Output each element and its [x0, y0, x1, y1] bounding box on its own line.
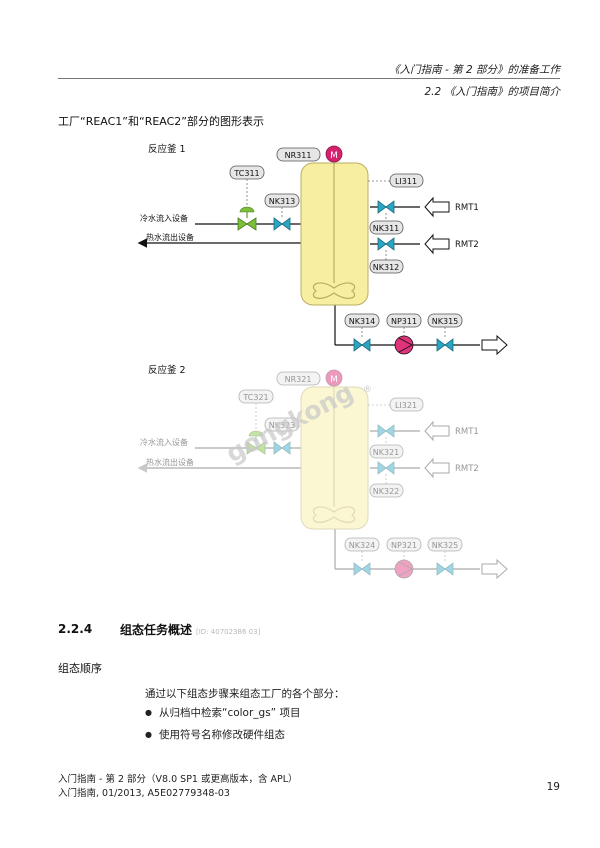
tag-temp: TC311 — [233, 169, 259, 178]
pump-icon — [394, 335, 414, 355]
rmt1-label: RMT1 — [455, 427, 479, 437]
agitator-icon — [312, 282, 356, 299]
tag-pump: NP321 — [391, 541, 417, 550]
control-valve-icon — [237, 217, 257, 231]
tag-motor: NR321 — [285, 375, 312, 384]
valve-icon — [377, 424, 395, 438]
tag-valve-out2: NK325 — [432, 541, 459, 550]
motor-label: M — [330, 151, 338, 161]
rmt1-arrow-icon — [424, 196, 450, 218]
reactor2-title: 反应釜 2 — [148, 365, 186, 376]
hot-out-label: 热水流出设备 — [146, 232, 194, 242]
list-item: 使用符号名称修改硬件组态 — [145, 728, 300, 750]
reactor1-title: 反应釜 1 — [148, 144, 186, 155]
valve-icon — [377, 461, 395, 475]
valve-icon — [377, 237, 395, 251]
cold-in-label: 冷水流入设备 — [140, 213, 188, 223]
motor-label: M — [330, 375, 338, 385]
control-valve-actuator-icon — [239, 206, 255, 213]
outlet-arrow-icon — [481, 558, 508, 580]
section-number: 2.2.4 — [58, 622, 93, 636]
outlet-arrow-icon — [481, 334, 508, 356]
tag-valve-rmt1: NK311 — [373, 224, 400, 233]
figure-caption: 工厂“REAC1”和“REAC2”部分的图形表示 — [58, 115, 265, 128]
cold-in-label: 冷水流入设备 — [140, 437, 188, 447]
tag-motor: NR311 — [285, 151, 312, 160]
reactor2-diagram: M NR321 TC321 NK323 LI321 NK321 NK322 NK… — [137, 369, 508, 580]
header-section: 2.2 《入门指南》的项目简介 — [424, 86, 560, 98]
page-number: 19 — [546, 781, 560, 793]
tag-pump: NP311 — [391, 317, 417, 326]
valve-icon — [377, 200, 395, 214]
control-valve-icon — [246, 441, 266, 455]
valve-icon — [353, 338, 371, 352]
rmt2-label: RMT2 — [455, 464, 479, 474]
rmt2-arrow-icon — [424, 233, 450, 255]
valve-icon — [273, 441, 291, 455]
watermark-mark: ® — [363, 385, 372, 395]
rmt1-arrow-icon — [424, 420, 450, 442]
reactor1-diagram: M NR311 TC311 NK313 LI311 NK311 NK312 NK… — [137, 145, 508, 356]
tag-valve-out1: NK324 — [349, 541, 376, 550]
rmt1-label: RMT1 — [455, 203, 479, 213]
process-diagram: M NR311 TC311 NK313 LI311 NK311 NK312 NK… — [137, 145, 508, 580]
section-title: 组态任务概述[ID: 40702386 03] — [120, 621, 260, 638]
tag-valve-rmt1: NK321 — [373, 448, 400, 457]
header-divider — [58, 78, 560, 79]
agitator-icon — [312, 506, 356, 523]
tag-valve-in: NK323 — [269, 421, 296, 430]
pump-icon — [394, 559, 414, 579]
tag-valve-rmt2: NK322 — [373, 487, 400, 496]
step-list: 从归档中检索“color_gs” 项目 使用符号名称修改硬件组态 — [145, 706, 300, 750]
motor-icon — [325, 369, 343, 387]
motor-icon — [325, 145, 343, 163]
valve-icon — [436, 562, 454, 576]
tag-level: LI321 — [395, 401, 417, 410]
section-title-text: 组态任务概述 — [120, 623, 193, 637]
valve-icon — [353, 562, 371, 576]
rmt2-label: RMT2 — [455, 240, 479, 250]
tag-valve-out1: NK314 — [349, 317, 376, 326]
control-valve-actuator-icon — [248, 430, 264, 437]
intro-paragraph: 通过以下组态步骤来组态工厂的各个部分： — [145, 688, 345, 700]
tag-temp: TC321 — [242, 393, 268, 402]
section-id: [ID: 40702386 03] — [196, 628, 261, 636]
vessel-icon — [300, 386, 369, 530]
tag-valve-in: NK313 — [269, 197, 296, 206]
footer-title: 入门指南 - 第 2 部分（V8.0 SP1 或更高版本，含 APL） — [58, 774, 298, 785]
rmt2-arrow-icon — [424, 457, 450, 479]
tag-level: LI311 — [395, 177, 417, 186]
footer-docid: 入门指南, 01/2013, A5E02779348-03 — [58, 788, 230, 799]
header-chapter: 《入门指南 - 第 2 部分》的准备工作 — [389, 64, 560, 76]
hot-out-label: 热水流出设备 — [146, 457, 194, 467]
subsection-heading: 组态顺序 — [58, 662, 102, 675]
valve-icon — [436, 338, 454, 352]
valve-icon — [273, 217, 291, 231]
tag-valve-out2: NK315 — [432, 317, 459, 326]
list-item: 从归档中检索“color_gs” 项目 — [145, 706, 300, 728]
tag-valve-rmt2: NK312 — [373, 263, 400, 272]
